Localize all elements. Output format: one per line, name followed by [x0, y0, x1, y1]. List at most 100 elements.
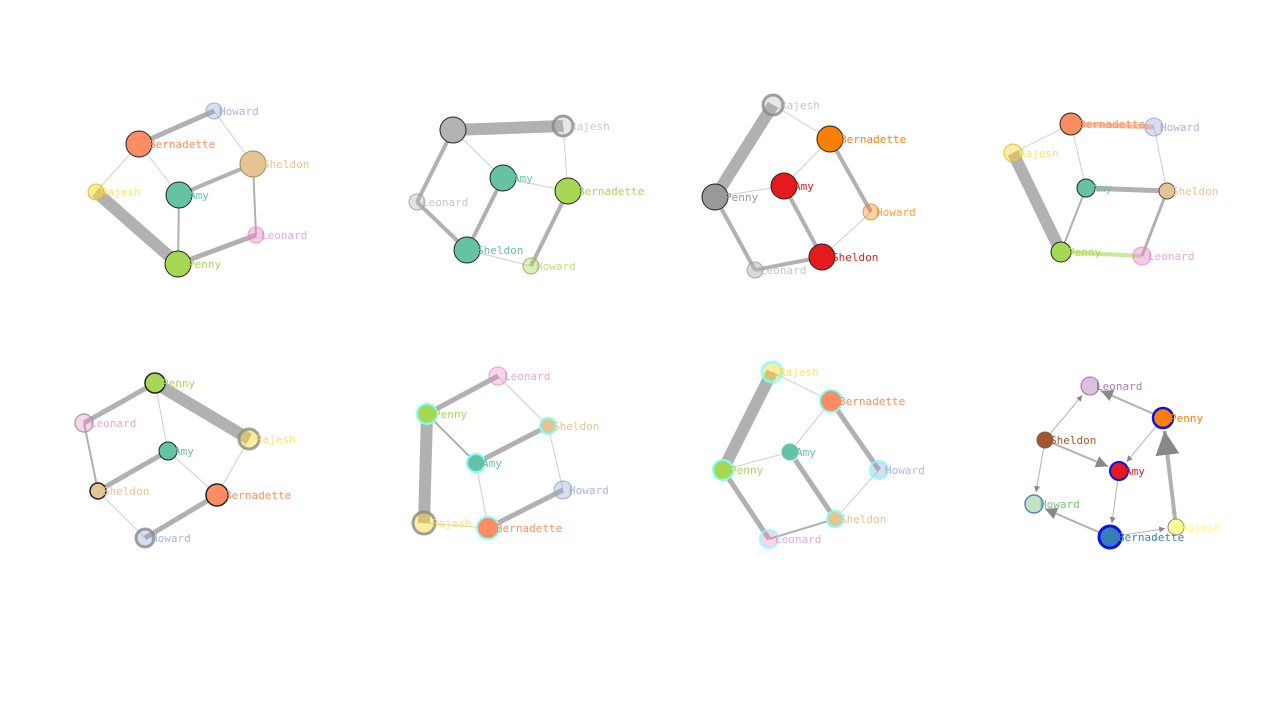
node-circle — [158, 441, 178, 461]
graph-edge — [151, 377, 253, 445]
node-label: Leonard — [1148, 250, 1194, 263]
graph-edge — [1140, 190, 1169, 257]
node-circle — [862, 203, 880, 221]
node-label: Sheldon — [477, 244, 523, 257]
graph-panel-8: LeonardPennySheldonAmyHowardBernadetteRa… — [1024, 376, 1221, 550]
graph-edge — [137, 108, 216, 147]
node-circle — [712, 459, 734, 481]
node-label: Amy — [482, 457, 502, 470]
graph-node: Amy — [489, 164, 533, 192]
graph-edge — [1060, 250, 1143, 258]
graph-node: Amy — [466, 453, 502, 473]
node-circle — [1097, 524, 1123, 550]
graph-node: Bernadette — [125, 130, 215, 158]
node-label: Howard — [536, 260, 576, 273]
graph-node: Leonard — [488, 366, 550, 386]
node-circle — [553, 480, 573, 500]
graph-node: Rajesh — [1167, 518, 1221, 536]
node-circle — [1109, 461, 1129, 481]
graph-node: Bernadette — [1097, 524, 1184, 550]
graph-edge — [1051, 442, 1109, 468]
graph-node: Penny — [712, 459, 763, 481]
node-label: Howard — [876, 206, 916, 219]
node-circle — [453, 236, 481, 264]
graph-edge — [1126, 425, 1157, 463]
node-label: Sheldon — [263, 158, 309, 171]
node-label: Amy — [513, 172, 533, 185]
graph-node: Howard — [522, 257, 576, 275]
node-circle — [759, 529, 779, 549]
node-circle — [247, 226, 265, 244]
node-label: Howard — [151, 532, 191, 545]
graph-node: Bernadette — [1059, 112, 1145, 136]
graph-node: Rajesh — [411, 510, 472, 536]
node-circle — [1144, 117, 1164, 137]
graph-node: Sheldon — [1158, 182, 1218, 200]
node-circle — [1080, 376, 1100, 396]
graph-node: Howard — [205, 102, 259, 120]
node-circle — [489, 164, 517, 192]
graph-edge — [529, 190, 570, 267]
graph-node: Amy — [780, 442, 816, 462]
graph-edge — [1049, 394, 1083, 435]
node-label: Bernadette — [496, 522, 562, 535]
node-circle — [476, 516, 500, 540]
node-label: Amy — [174, 445, 194, 458]
graph-node: Sheldon — [89, 482, 149, 500]
node-label: Sheldon — [553, 420, 599, 433]
graph-edge — [1109, 479, 1119, 524]
node-circle — [411, 510, 437, 536]
node-label: Sheldon — [1172, 185, 1218, 198]
node-circle — [89, 482, 107, 500]
graph-edge — [713, 196, 757, 271]
graph-edge — [154, 382, 169, 452]
node-label: Howard — [1040, 498, 1080, 511]
node-label: Penny — [188, 258, 221, 271]
graph-edge — [1120, 526, 1166, 536]
node-label: Rajesh — [256, 433, 296, 446]
node-circle — [205, 483, 229, 507]
node-circle — [761, 93, 785, 117]
graph-edge — [83, 422, 99, 492]
node-circle — [826, 510, 844, 528]
node-label: Howard — [569, 484, 609, 497]
graph-node: Penny — [144, 372, 195, 394]
node-label: Howard — [885, 464, 925, 477]
node-label: Bernadette — [578, 185, 644, 198]
node-label: Rajesh — [570, 120, 610, 133]
graph-edge — [97, 490, 146, 539]
node-label: Leonard — [1096, 380, 1142, 393]
graph-edge — [1034, 447, 1045, 493]
graph-node: Sheldon — [239, 150, 309, 178]
graph-node: Rajesh — [551, 114, 610, 138]
graph-node: Howard — [553, 480, 609, 500]
graph-node: Leonard — [74, 413, 136, 433]
node-circle — [1151, 406, 1175, 430]
graph-node: Leonard — [746, 261, 806, 279]
node-circle — [466, 453, 486, 473]
graph-edge — [787, 450, 838, 521]
graph-node: Bernadette — [554, 177, 644, 205]
node-label: Amy — [1092, 182, 1112, 195]
graph-node: Amy — [1076, 178, 1112, 198]
graph-node: Bernadette — [476, 516, 562, 540]
graph-node: Howard — [862, 203, 916, 221]
node-circle — [808, 243, 836, 271]
node-circle — [239, 150, 267, 178]
graph-node: Penny — [1151, 406, 1203, 430]
graph-node: Bernadette — [205, 483, 291, 507]
node-label: Bernadette — [1079, 118, 1145, 131]
node-label: Bernadette — [1118, 531, 1184, 544]
graph-edge — [828, 138, 873, 213]
graph-node: Amy — [1109, 461, 1145, 481]
graph-node: Sheldon — [826, 510, 886, 528]
node-circle — [1036, 431, 1054, 449]
graph-edge — [1100, 389, 1155, 415]
node-label: Penny — [1170, 412, 1203, 425]
